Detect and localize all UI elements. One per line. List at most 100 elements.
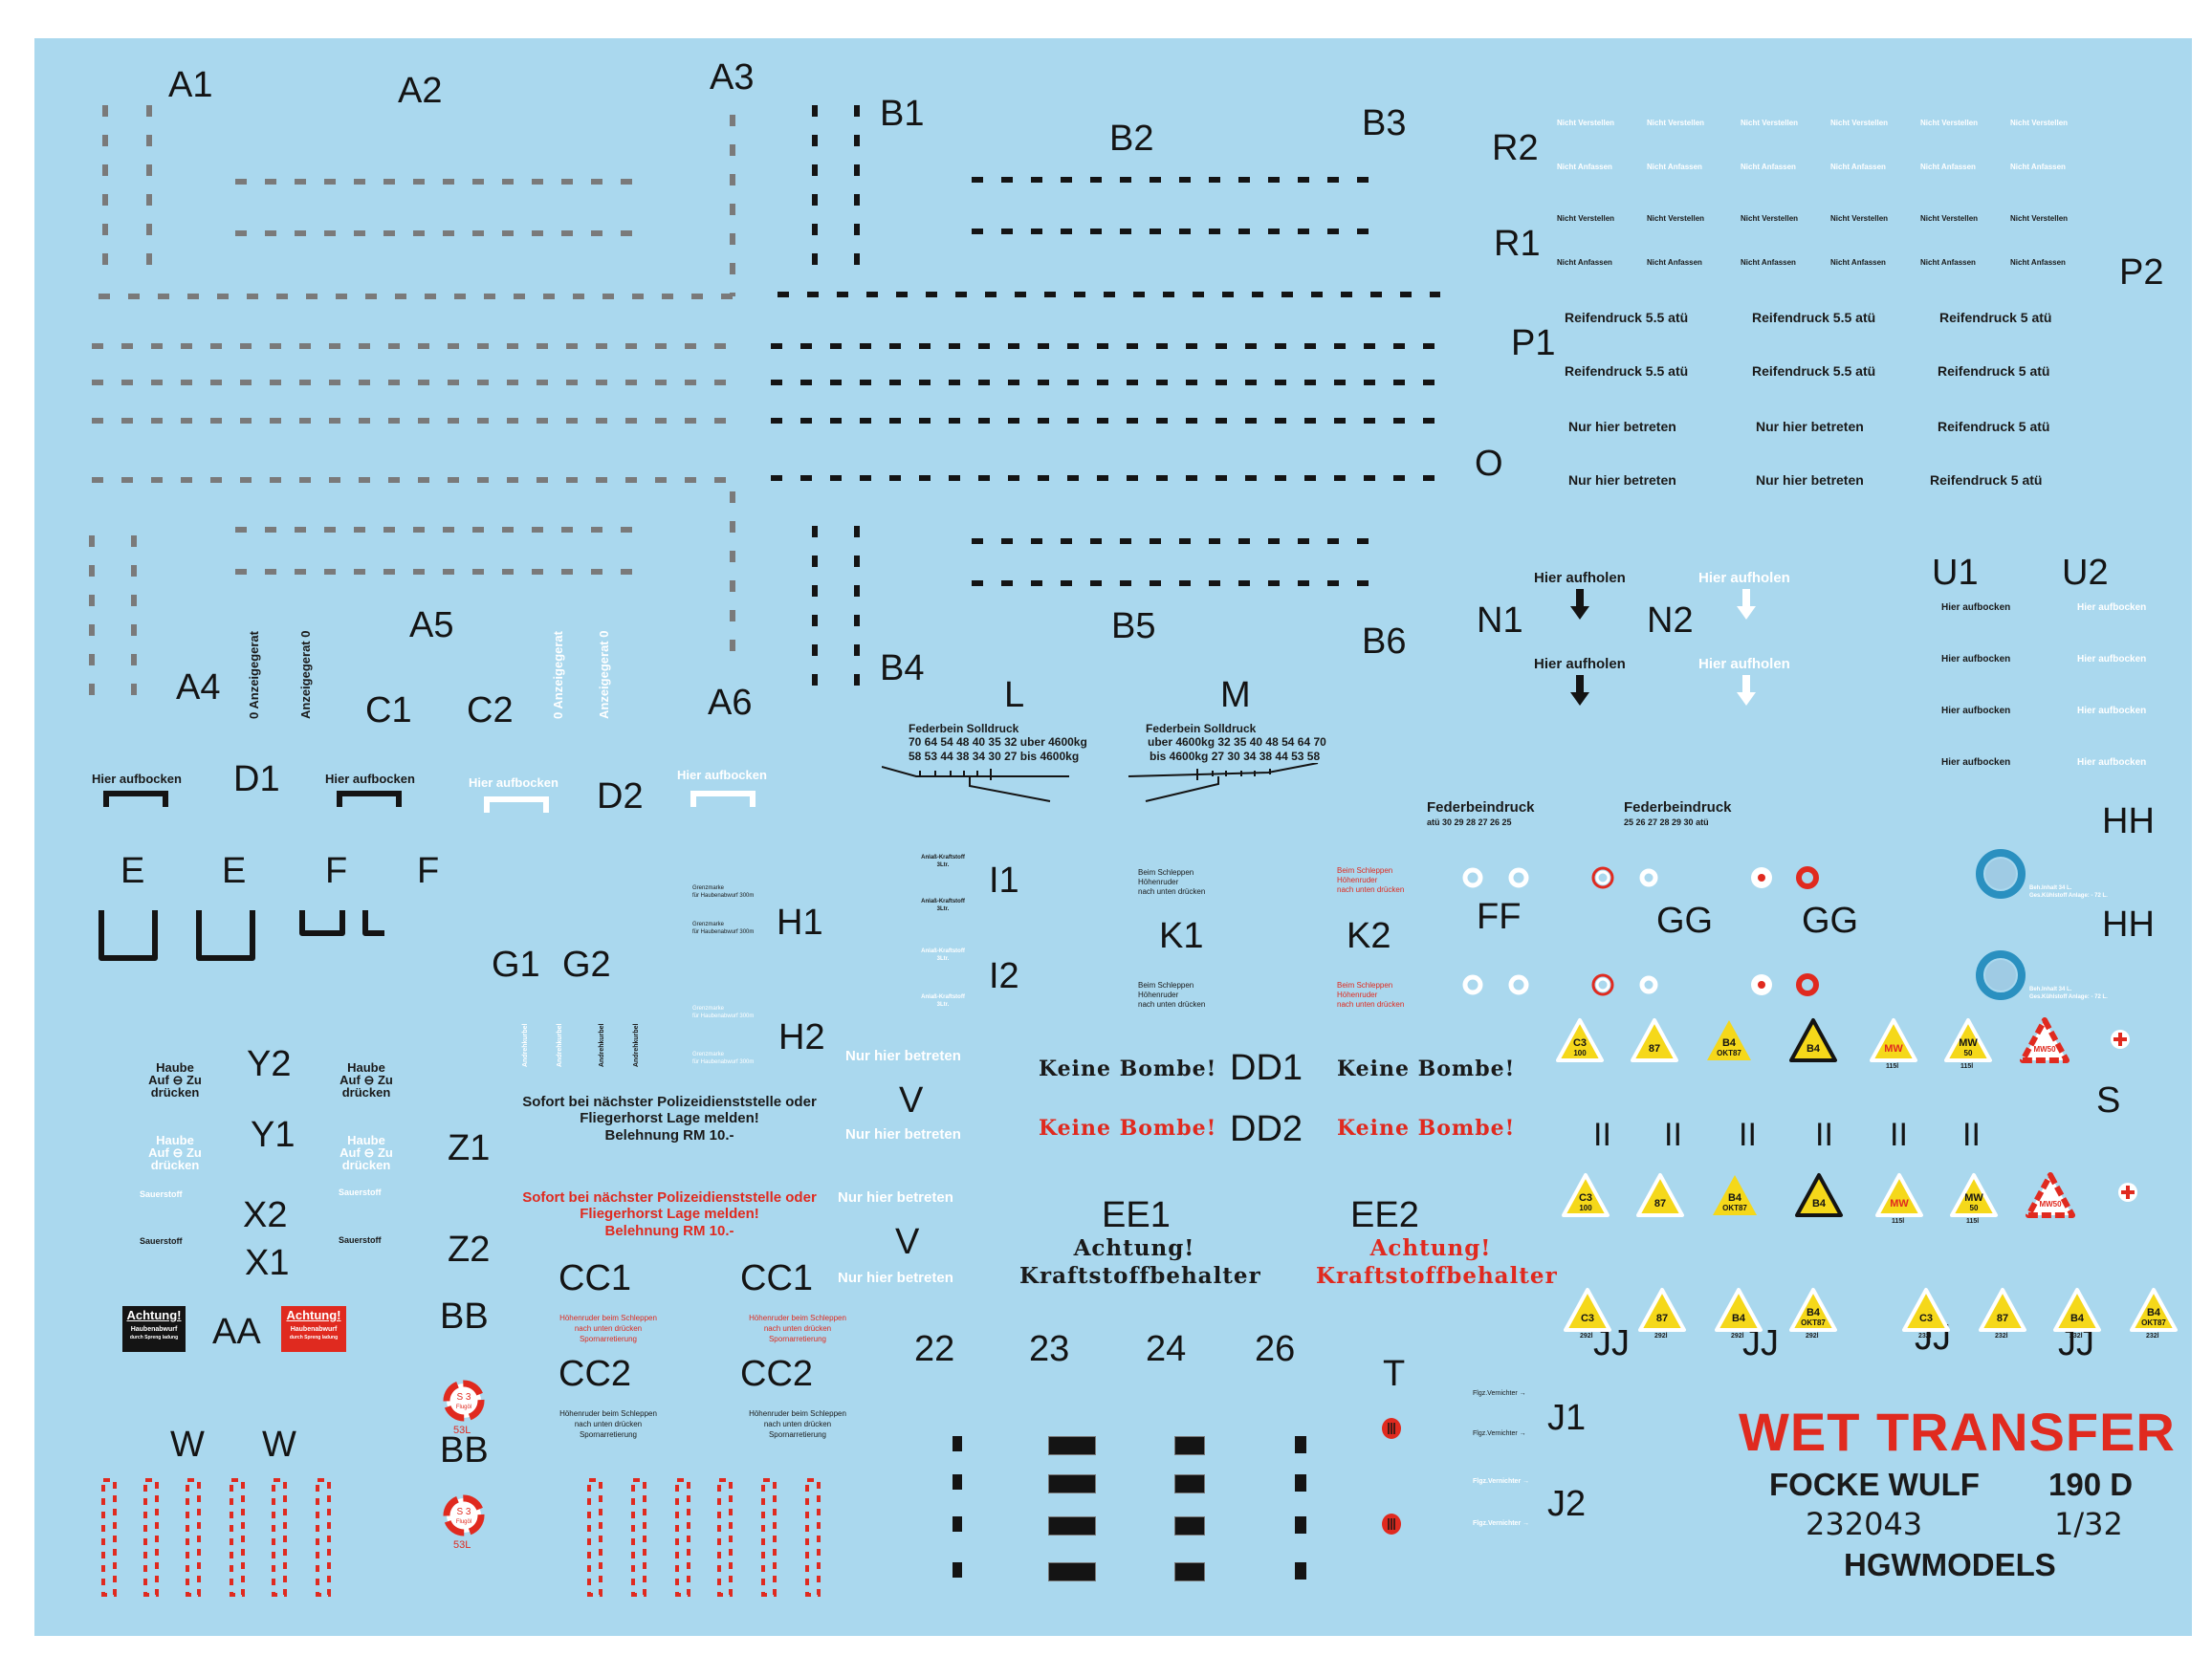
fuel-triangle: MW50 [1944, 1018, 1992, 1062]
nur-hier-betreten-v3: Nur hier betreten [838, 1189, 953, 1206]
placard-text: Nicht Anfassen [1741, 163, 1796, 171]
schleppen-line: Höhenruder [1138, 878, 1179, 886]
label-23: 23 [1029, 1329, 1070, 1369]
hier-aufbocken-u1: Hier aufbocken [1941, 706, 2011, 716]
triangle-caption: 115l [1960, 1063, 1974, 1070]
triangle-text: B4 [1807, 1043, 1821, 1055]
label-cc2-2: CC2 [740, 1354, 814, 1394]
ges-kuhlstoff-1: Ges.Kühlstoff Anlage: - 72 L. [2029, 893, 2108, 899]
triangle-text: MW50 [2033, 1045, 2056, 1054]
label-d1: D1 [233, 759, 280, 799]
triangle-text: 87 [1997, 1313, 2008, 1324]
label-p1: P1 [1511, 323, 1556, 363]
label-ii: II [1664, 1117, 1682, 1153]
federbein-m-row2: bis 4600kg 27 30 34 38 44 53 58 [1150, 750, 1321, 763]
triangle-caption: 115l [1966, 1218, 1980, 1225]
label-a5: A5 [409, 605, 454, 645]
placard-text: Nicht Verstellen [1920, 119, 1979, 127]
triangle-text: MW50 [2039, 1200, 2062, 1209]
triangle-caption: 232l [2146, 1333, 2159, 1340]
label-w-1: W [170, 1425, 205, 1465]
anzeigegerat-white-1: 0 Anzeigegerat [551, 631, 565, 719]
grenzmarke-line-1: Grenzmarke [692, 885, 725, 891]
hier-aufbocken-d2a: Hier aufbocken [469, 775, 558, 790]
triangle-text: B4 [1812, 1198, 1827, 1209]
fuel-triangle: MW50 [1950, 1173, 1998, 1217]
arrow-down-icon [1737, 589, 1756, 620]
label-w-2: W [262, 1425, 296, 1465]
triangle-text: OKT87 [1717, 1049, 1741, 1057]
jack-bracket-black [337, 791, 402, 807]
federbein-gauge-lines [882, 763, 1319, 802]
label-k2: K2 [1347, 916, 1391, 956]
keine-bombe-red-1: Keine Bombe! [1039, 1116, 1217, 1141]
cc-line: nach unten drücken [574, 1420, 643, 1428]
placard-text: Nicht Verstellen [1647, 119, 1705, 127]
triangle-text: B4 [1732, 1313, 1746, 1324]
placard-text: Reifendruck 5.5 atü [1752, 363, 1876, 379]
federbein-l-row1: 70 64 54 48 40 35 32 uber 4600kg [909, 735, 1087, 749]
placard-text: Nicht Verstellen [1830, 119, 1889, 127]
label-g1: G1 [492, 945, 540, 985]
anlass-line-2: 3Ltr. [936, 1002, 950, 1008]
sheet-title: WET TRANSFER [1739, 1402, 2176, 1462]
haube-line: Auf ⊖ Zu [148, 1073, 202, 1087]
label-y2: Y2 [247, 1044, 292, 1084]
placard-text: Nicht Anfassen [1830, 163, 1886, 171]
placard-text: Nicht Verstellen [2010, 119, 2069, 127]
label-o: O [1475, 444, 1503, 484]
triangle-text: 100 [1573, 1049, 1587, 1057]
placard-text: Reifendruck 5 atü [1930, 472, 2043, 488]
placard-text: Reifendruck 5 atü [1938, 419, 2050, 434]
red-cross-icon [2111, 1030, 2130, 1049]
haube-line: Haube [347, 1133, 385, 1147]
placard-text: Nicht Anfassen [1920, 258, 1976, 267]
placard-text: Nicht Verstellen [1557, 119, 1615, 127]
fuel-triangle: MW50 [2026, 1172, 2075, 1218]
stencil-placard-24 [1174, 1474, 1205, 1493]
fuel-triangle-jj: C3 [1564, 1288, 1611, 1332]
triangle-text: 87 [1656, 1313, 1668, 1324]
polizei-black: Sofort bei nächster Polizeidienststelle … [497, 1094, 842, 1144]
label-dd1: DD1 [1230, 1048, 1303, 1088]
placard-text: Nicht Verstellen [1920, 214, 1979, 223]
fuel-triangle-jj: B4 [2053, 1288, 2101, 1332]
triangle-caption: 292l [1580, 1333, 1593, 1340]
achtung-plate-black: Achtung! Haubenabwurf durch Spreng ladun… [122, 1306, 186, 1352]
federbeindruck-b-scale: 25 26 27 28 29 30 atü [1624, 817, 1709, 827]
cc-line: nach unten drücken [574, 1324, 643, 1333]
placard-text: Reifendruck 5.5 atü [1752, 310, 1876, 325]
schleppen-line: Beim Schleppen [1337, 866, 1393, 875]
anlass-line-2: 3Ltr. [936, 862, 950, 868]
triangle-text: B4 [1722, 1037, 1737, 1049]
federbeindruck-a-scale: atü 30 29 28 27 26 25 [1427, 817, 1512, 827]
label-cc2-1: CC2 [558, 1354, 632, 1394]
triangle-text: B4 [1728, 1192, 1742, 1204]
schleppen-line: nach unten drücken [1138, 887, 1206, 896]
grenzmarke-line-2: für Haubenabwurf 300m [692, 1013, 755, 1019]
anzeigegerat-white-2: Anzeigegerat 0 [597, 630, 611, 719]
label-ii: II [1815, 1117, 1833, 1153]
ff-gg-ring-markers [1462, 866, 1819, 996]
red-dashed-frames [101, 1478, 821, 1597]
stencil-placard-23 [1048, 1474, 1096, 1493]
hier-aufbocken-u2: Hier aufbocken [2077, 602, 2147, 613]
label-r1: R1 [1494, 224, 1541, 264]
schleppen-line: nach unten drücken [1337, 885, 1405, 894]
anzeigegerat-black-1: 0 Anzeigegerat [247, 631, 261, 719]
haube-line: Haube [156, 1133, 194, 1147]
label-h2: H2 [778, 1017, 825, 1057]
triangle-text: MW [1890, 1198, 1909, 1209]
hier-aufbocken-u1: Hier aufbocken [1941, 654, 2011, 665]
triangle-text: OKT87 [2141, 1318, 2166, 1327]
stencil-placard-23 [1048, 1562, 1096, 1581]
label-h1: H1 [777, 903, 823, 943]
sauerstoff-black-2: Sauerstoff [339, 1235, 382, 1245]
label-k1: K1 [1159, 916, 1204, 956]
placard-text: Reifendruck 5.5 atü [1565, 363, 1689, 379]
triangle-caption: 292l [1806, 1333, 1819, 1340]
label-r2: R2 [1492, 128, 1539, 168]
triangle-text: C3 [1919, 1313, 1933, 1324]
